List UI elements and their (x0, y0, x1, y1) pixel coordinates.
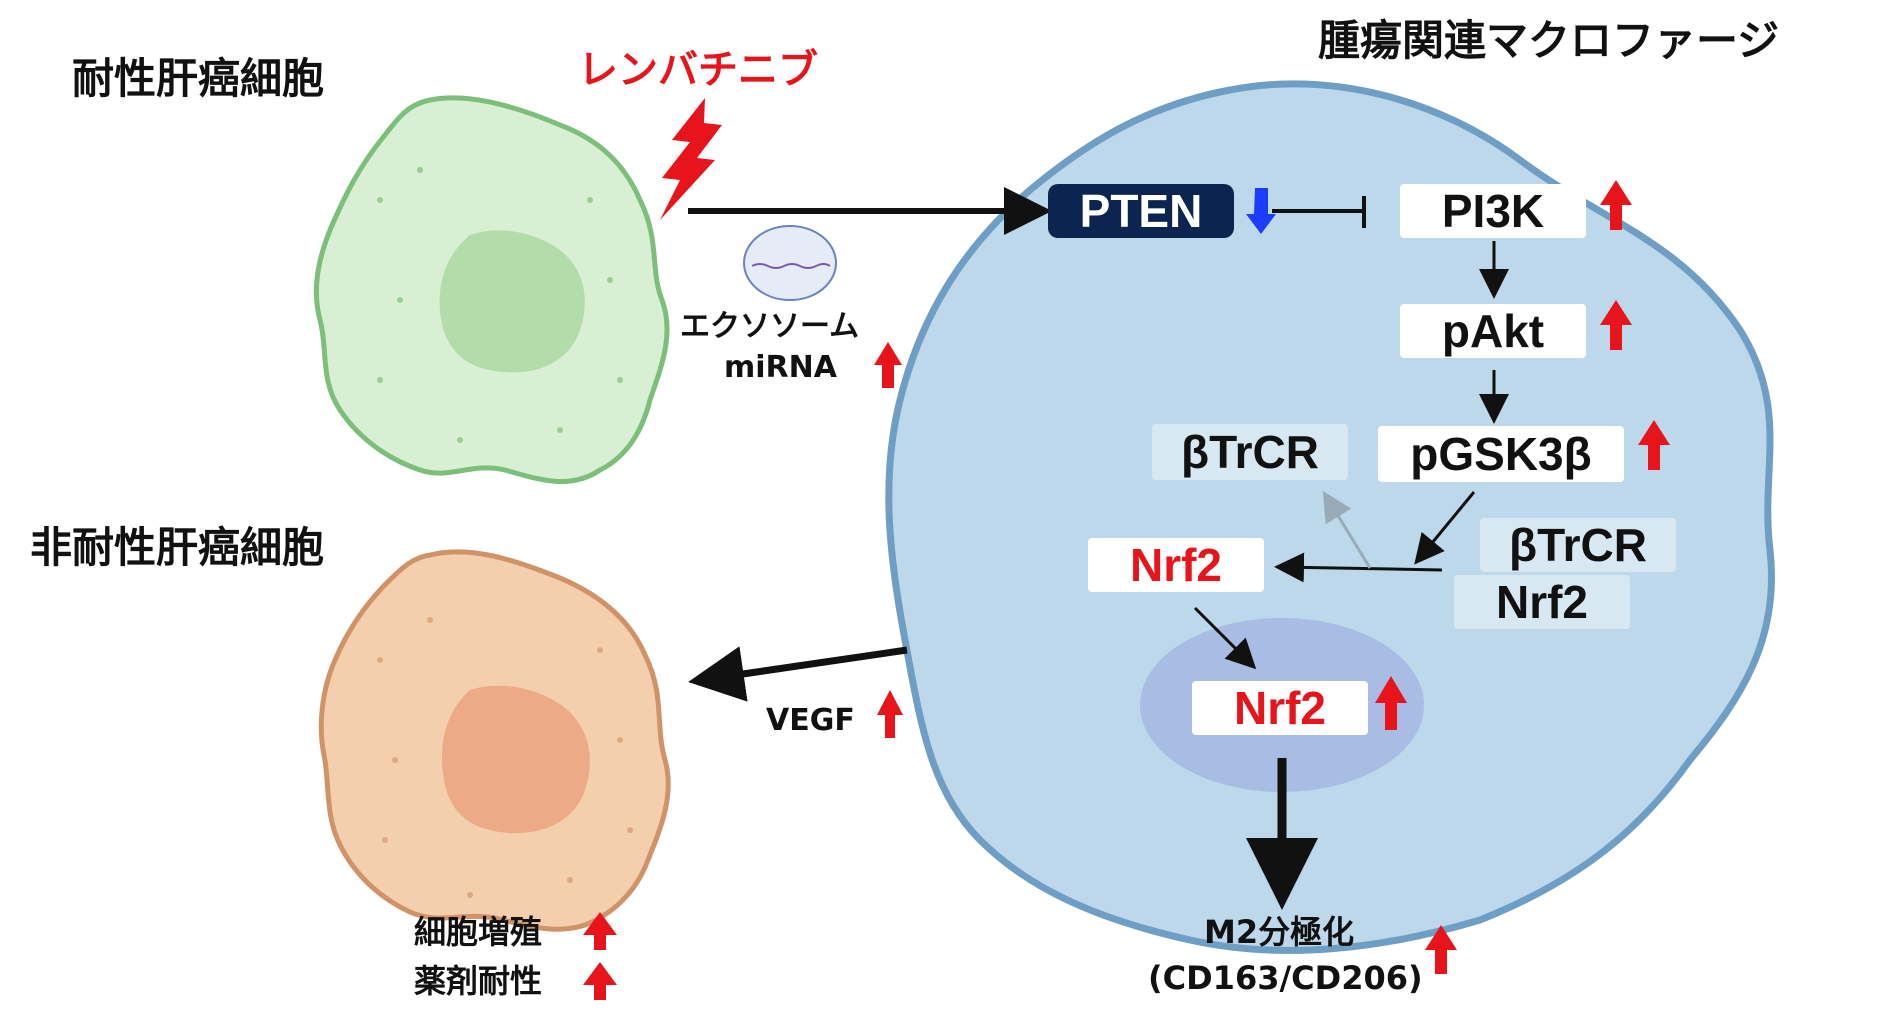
up-arrow-icon (877, 690, 903, 738)
mirna-label: miRNA (724, 350, 837, 385)
lightning-icon (660, 98, 722, 220)
up-arrow-icon (1425, 925, 1457, 974)
up-arrow-icon (874, 342, 902, 388)
nonresistant-cell-title: 非耐性肝癌細胞 (30, 523, 325, 572)
vegf-label: VEGF (766, 703, 855, 738)
exosome-icon (743, 225, 837, 301)
up-arrow-icon (1375, 676, 1407, 730)
resistant-cell-nucleus (439, 230, 585, 373)
resistant-cell-title: 耐性肝癌細胞 (72, 54, 325, 103)
node-btrcr-released: βTrCR (1152, 424, 1348, 480)
arrow-complex-nrf2 (1274, 552, 1443, 583)
arrow-nrf2-translocation (1193, 606, 1257, 670)
tam-title: 腫瘍関連マクロファージ (1318, 16, 1780, 65)
exosome-label: エクソソーム (680, 309, 860, 344)
resistant-cell-dots (377, 167, 623, 443)
node-pakt: pAkt (1400, 304, 1586, 358)
drug-label: レンバチニブ (578, 47, 818, 93)
node-btrcr-complex: βTrCR (1480, 518, 1676, 572)
up-arrow-icon (583, 962, 617, 1000)
node-nrf2-complex: Nrf2 (1454, 575, 1630, 629)
node-pi3k: PI3K (1400, 184, 1586, 238)
node-nrf2-free: Nrf2 (1088, 538, 1264, 592)
arrow-release-btrcr (1322, 490, 1372, 569)
up-arrow-icon (1600, 180, 1632, 230)
nonresistant-cell-nucleus (441, 685, 590, 834)
up-arrow-icon (1638, 420, 1670, 470)
node-nrf2-nuclear: Nrf2 (1192, 681, 1368, 735)
nonresistant-cell-dots (377, 617, 633, 898)
up-arrow-icon (1600, 300, 1632, 350)
m2-markers-label: (CD163/CD206) (1148, 959, 1423, 997)
node-pgsk3b: pGSK3β (1378, 426, 1624, 482)
effect-resistance: 薬剤耐性 (414, 962, 543, 1000)
arrow-pgsk3b-complex (1414, 491, 1476, 565)
down-arrow-icon (1246, 188, 1276, 234)
effect-proliferation: 細胞増殖 (414, 913, 543, 951)
arrow-vegf (688, 646, 908, 702)
m2-polarization-label: M2分極化 (1204, 913, 1355, 951)
up-arrow-icon (583, 912, 617, 950)
node-pten: PTEN (1048, 184, 1234, 238)
